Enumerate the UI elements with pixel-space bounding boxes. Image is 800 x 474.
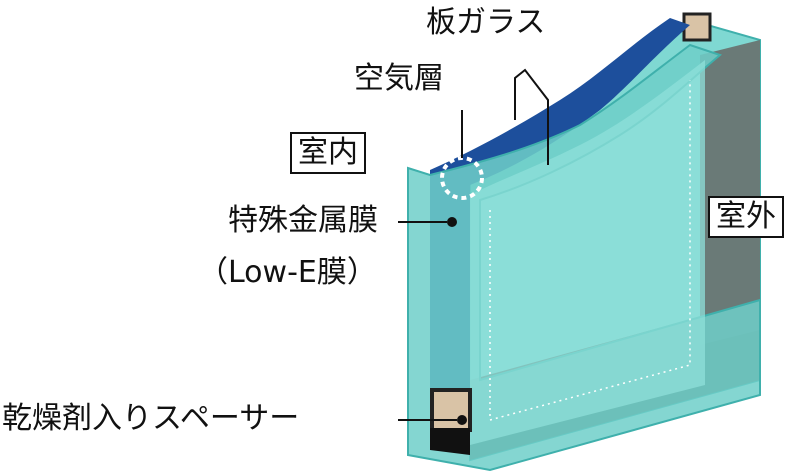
- lowe-film-label: 特殊金属膜: [228, 203, 378, 238]
- outdoor-label: 室外: [708, 196, 784, 238]
- spacer-label: 乾燥剤入りスペーサー: [2, 401, 300, 436]
- spacer-top: [682, 12, 712, 42]
- indoor-label: 室内: [290, 132, 366, 174]
- front-glass-face: [470, 60, 705, 445]
- spacer-dot: [457, 415, 467, 425]
- lowe-film-dot: [447, 217, 457, 227]
- spacer-bottom-base: [430, 428, 470, 455]
- lowe-film-sublabel: （Low-E膜）: [198, 255, 377, 290]
- air-layer-label: 空気層: [354, 61, 444, 96]
- glass-pane-label: 板ガラス: [426, 5, 546, 40]
- glass-pane-leader: [514, 68, 549, 165]
- frame-shadow-side: [700, 40, 760, 345]
- dotted-outline: [489, 80, 691, 421]
